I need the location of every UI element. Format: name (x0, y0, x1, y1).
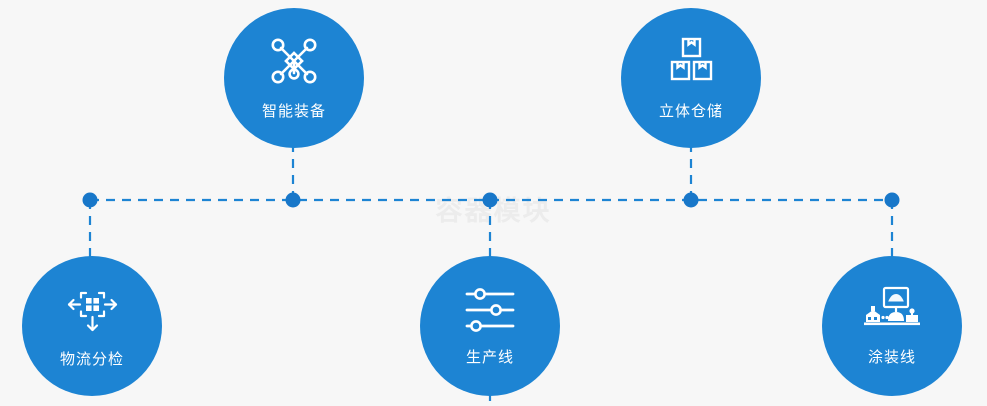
node-label: 物流分检 (59, 349, 124, 368)
node-painting-line[interactable]: 涂装线 (822, 256, 962, 396)
node-smart-equipment[interactable]: 智能装备 (224, 8, 364, 148)
node-production-line[interactable]: 生产线 (420, 256, 560, 396)
node-label: 生产线 (465, 347, 514, 366)
sorting-arrows-icon (64, 284, 120, 336)
junction-dot-production-line (482, 192, 498, 208)
paint-booth-icon (862, 286, 922, 334)
node-label: 智能装备 (261, 101, 326, 120)
stacked-boxes-icon (665, 36, 717, 86)
junction-dot-stereo-storage (683, 192, 699, 208)
junction-dot-painting-line (884, 192, 900, 208)
node-logistics-sorting[interactable]: 物流分检 (22, 256, 162, 396)
sliders-icon (463, 286, 517, 334)
junction-dot-logistics-sorting (82, 192, 98, 208)
junction-dot-smart-equipment (285, 192, 301, 208)
node-stereo-storage[interactable]: 立体仓储 (621, 8, 761, 148)
node-label: 立体仓储 (658, 101, 723, 120)
network-nodes-icon (268, 36, 320, 86)
node-label: 涂装线 (867, 347, 916, 366)
